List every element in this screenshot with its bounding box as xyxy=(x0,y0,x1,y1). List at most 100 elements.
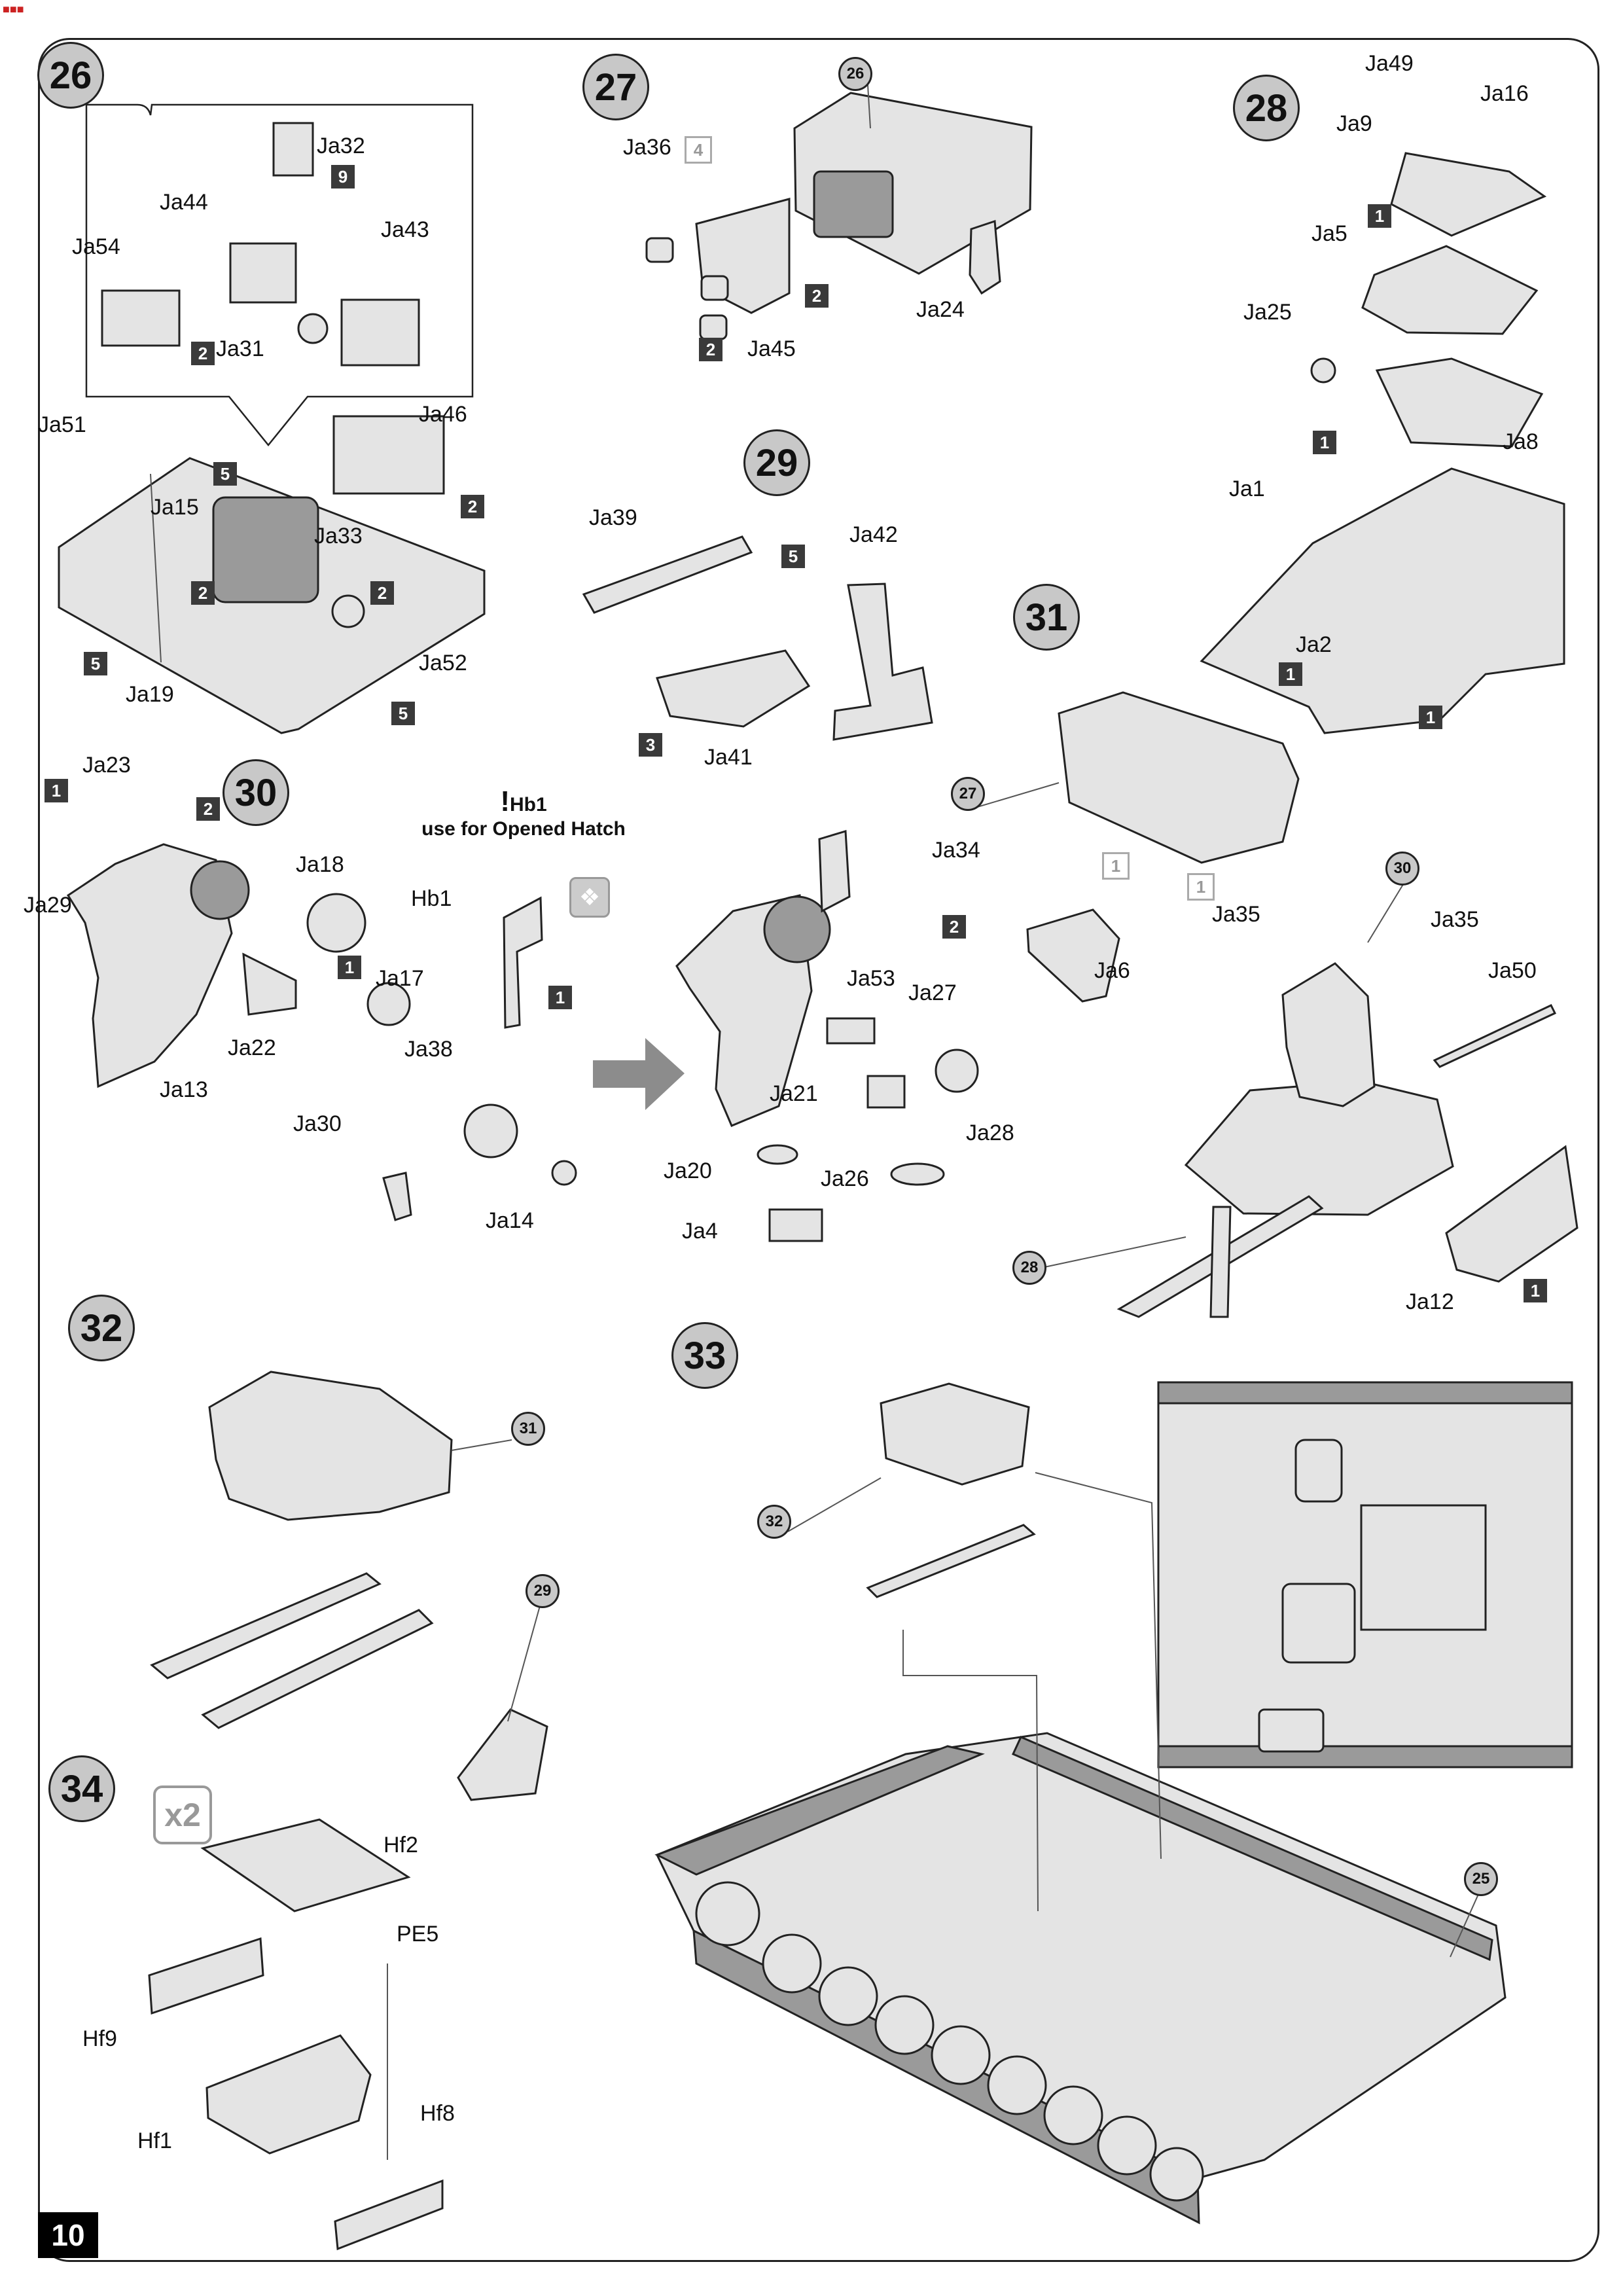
part-label: Ja49 xyxy=(1365,51,1414,76)
sprue-count: 5 xyxy=(84,652,107,675)
part-label: Ja22 xyxy=(228,1035,276,1060)
part-label: Ja39 xyxy=(589,505,637,530)
part-label: Ja26 xyxy=(821,1166,869,1191)
sprue-count: 5 xyxy=(213,462,237,486)
part-label: Ja43 xyxy=(381,217,429,242)
step-number: 29 xyxy=(743,429,810,496)
sprue-count: 2 xyxy=(370,581,394,605)
part-label: Hb1 xyxy=(411,886,452,911)
step-number: 32 xyxy=(68,1295,135,1361)
step-reference: 26 xyxy=(838,57,872,91)
hb1-note: !Hb1 use for Opened Hatch xyxy=(406,785,641,840)
part-label: Ja14 xyxy=(486,1208,534,1233)
step26-inset-box xyxy=(85,103,474,446)
part-label: Ja34 xyxy=(932,838,980,863)
sprue-count: 3 xyxy=(639,733,662,757)
part-label: Ja23 xyxy=(82,753,131,778)
part-label: Ja32 xyxy=(317,134,365,158)
next-step-arrow-icon xyxy=(593,1038,685,1110)
part-label: Ja18 xyxy=(296,852,344,877)
part-label: Ja4 xyxy=(682,1219,718,1244)
sprue-count: 1 xyxy=(1368,204,1391,228)
sprue-count-outline: 1 xyxy=(1187,873,1215,901)
sprue-count: 1 xyxy=(338,956,361,979)
sprue-count: 2 xyxy=(699,338,722,361)
sprue-count-outline: 1 xyxy=(1102,852,1130,880)
part-label: Ja36 xyxy=(623,135,671,160)
step-reference: 31 xyxy=(511,1412,545,1446)
quantity-x2-badge: x2 xyxy=(153,1785,212,1844)
part-label: Hf9 xyxy=(82,2026,117,2051)
part-label: PE5 xyxy=(397,1922,439,1946)
step-number: 30 xyxy=(223,759,289,826)
part-label: Hf1 xyxy=(137,2128,172,2153)
part-label: Ja35 xyxy=(1212,902,1260,927)
sprue-count: 2 xyxy=(191,342,215,365)
page-number: 10 xyxy=(38,2212,98,2258)
step-reference: 32 xyxy=(757,1505,791,1539)
part-label: Ja21 xyxy=(770,1081,818,1106)
part-label: Ja25 xyxy=(1243,300,1292,325)
part-label: Ja50 xyxy=(1488,958,1537,983)
part-label: Ja15 xyxy=(151,495,199,520)
brand-logo: ■■■ xyxy=(3,3,24,16)
part-label: Ja12 xyxy=(1406,1289,1454,1314)
step-number: 33 xyxy=(671,1322,738,1389)
part-label: Ja33 xyxy=(314,524,363,548)
note-part: Hb1 xyxy=(509,794,547,816)
part-label: Ja27 xyxy=(908,980,957,1005)
part-label: Ja16 xyxy=(1480,81,1529,106)
part-label: Ja38 xyxy=(404,1037,453,1062)
part-label: Ja53 xyxy=(847,966,895,991)
part-label: Ja1 xyxy=(1229,476,1265,501)
part-label: Ja54 xyxy=(72,234,120,259)
warning-mark: ! xyxy=(500,785,510,817)
step-reference: 28 xyxy=(1012,1251,1046,1285)
step-number: 31 xyxy=(1013,584,1080,651)
sprue-count: 2 xyxy=(461,495,484,518)
step-number: 34 xyxy=(48,1755,115,1822)
step-reference: 25 xyxy=(1464,1862,1498,1896)
part-label: Hf8 xyxy=(420,2101,455,2126)
sprue-count: 2 xyxy=(805,284,829,308)
part-label: Ja9 xyxy=(1336,111,1372,136)
step-number: 27 xyxy=(582,54,649,120)
sprue-count: 1 xyxy=(548,986,572,1009)
sprue-count: 5 xyxy=(391,702,415,725)
sprue-count: 5 xyxy=(781,545,805,568)
sprue-count: 2 xyxy=(196,797,220,821)
part-label: Ja45 xyxy=(747,336,796,361)
sprue-count: 1 xyxy=(1313,431,1336,454)
part-label: Ja5 xyxy=(1311,221,1347,246)
step-reference: 27 xyxy=(951,777,985,811)
option-swap-icon: ❖ xyxy=(569,877,610,918)
part-label: Ja42 xyxy=(849,522,898,547)
sprue-count-outline: 4 xyxy=(685,136,712,164)
part-label: Ja44 xyxy=(160,190,208,215)
part-label: Ja17 xyxy=(376,966,424,991)
sprue-count: 1 xyxy=(1419,706,1442,729)
sprue-count: 9 xyxy=(331,165,355,188)
part-label: Ja2 xyxy=(1296,632,1332,657)
part-label: Ja52 xyxy=(419,651,467,675)
part-label: Ja8 xyxy=(1503,429,1539,454)
part-label: Ja19 xyxy=(126,682,174,707)
step-reference: 29 xyxy=(526,1574,560,1608)
part-label: Hf2 xyxy=(383,1833,418,1857)
part-label: Ja30 xyxy=(293,1111,342,1136)
part-label: Ja46 xyxy=(419,402,467,427)
part-label: Ja35 xyxy=(1431,907,1479,932)
sprue-count: 2 xyxy=(942,915,966,939)
part-label: Ja24 xyxy=(916,297,965,322)
part-label: Ja6 xyxy=(1094,958,1130,983)
step-reference: 30 xyxy=(1385,852,1419,886)
sprue-count: 1 xyxy=(1524,1279,1547,1302)
sprue-count: 2 xyxy=(191,581,215,605)
step-number: 26 xyxy=(37,42,104,109)
sprue-count: 1 xyxy=(1279,662,1302,686)
sprue-count: 1 xyxy=(45,779,68,802)
note-text: use for Opened Hatch xyxy=(421,818,626,840)
step-number: 28 xyxy=(1233,75,1300,141)
part-label: Ja51 xyxy=(38,412,86,437)
